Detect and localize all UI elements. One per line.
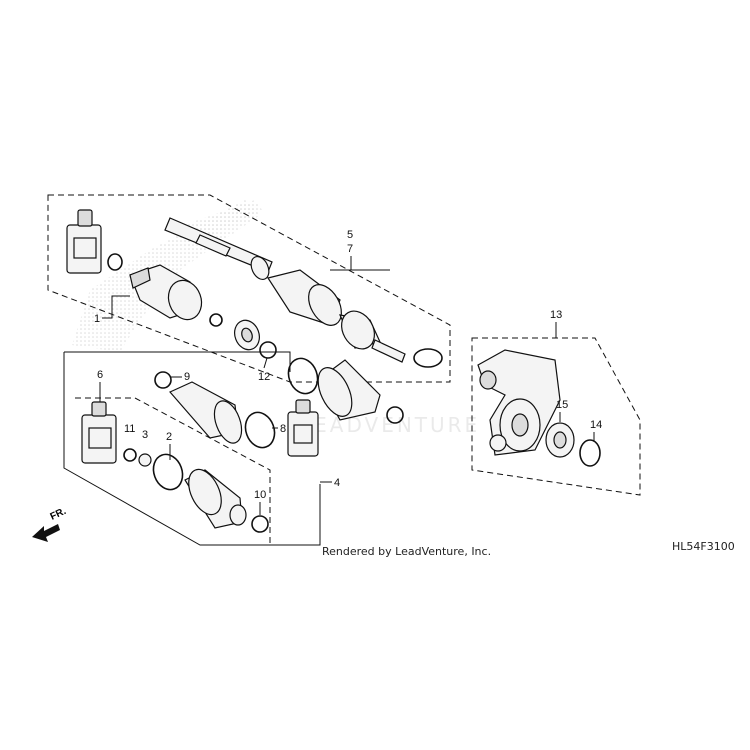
snap-ring-11-icon — [123, 448, 137, 462]
knuckle-icon — [477, 349, 561, 456]
circlip-upper-icon — [209, 313, 223, 327]
callout-15[interactable]: 15 — [556, 399, 568, 411]
knuckle-assembly-frame — [471, 337, 641, 496]
callout-5[interactable]: 5 — [347, 229, 353, 241]
leader-1 — [102, 295, 130, 319]
callout-10[interactable]: 10 — [254, 489, 266, 501]
callout-2[interactable]: 2 — [166, 431, 172, 443]
callout-12[interactable]: 12 — [258, 371, 270, 383]
circlip-3-icon — [138, 453, 152, 467]
watermark-logo: LEADVENTURE — [72, 200, 480, 437]
callout-6[interactable]: 6 — [97, 369, 103, 381]
lower-assembly-frame — [63, 351, 321, 546]
boot-band-10-icon — [251, 515, 269, 533]
direction-arrow-icon — [32, 524, 60, 542]
callout-9[interactable]: 9 — [184, 371, 190, 383]
credit-text: Rendered by LeadVenture, Inc. — [322, 545, 491, 558]
boot-lower-b-icon — [184, 468, 247, 529]
upper-assembly-frame — [47, 194, 451, 383]
grease-bottle-right-icon — [287, 399, 319, 457]
bearing-15-icon — [545, 422, 575, 458]
callout-11[interactable]: 11 — [124, 423, 135, 435]
grease-bottle-lower-icon — [81, 401, 117, 464]
lower-inner-frame — [75, 397, 271, 545]
boot-band-2-icon — [152, 453, 184, 491]
callout-13[interactable]: 13 — [550, 309, 562, 321]
callout-4[interactable]: 4 — [334, 477, 340, 489]
driveshaft-upper-icon — [164, 217, 406, 363]
stop-ring-12-icon — [259, 341, 277, 359]
clamp-band-upper-right-icon — [413, 348, 443, 368]
callout-7[interactable]: 7 — [347, 243, 353, 255]
boot-band-8-icon — [244, 411, 276, 449]
boot-band-small-upper-icon — [386, 406, 404, 424]
callout-14[interactable]: 14 — [590, 419, 602, 431]
watermark-text: LEADVENTURE — [300, 413, 480, 437]
inner-joint-bearing-icon — [234, 319, 260, 351]
grease-bottle-upper-icon — [66, 209, 102, 274]
callout-1[interactable]: 1 — [94, 313, 100, 325]
callout-8[interactable]: 8 — [280, 423, 286, 435]
leader-12 — [263, 357, 268, 369]
callout-3[interactable]: 3 — [142, 429, 148, 441]
outer-cv-joint-icon — [129, 264, 203, 321]
boot-upper-icon — [317, 359, 381, 421]
snap-ring-upper-icon — [107, 253, 123, 271]
boot-band-upper-icon — [287, 357, 319, 395]
direction-label: FR. — [49, 506, 68, 523]
boot-lower-a-icon — [169, 381, 243, 444]
snap-ring-14-icon — [579, 439, 601, 467]
boot-band-9-icon — [154, 371, 172, 389]
diagram-code: HL54F3100 — [672, 540, 735, 553]
